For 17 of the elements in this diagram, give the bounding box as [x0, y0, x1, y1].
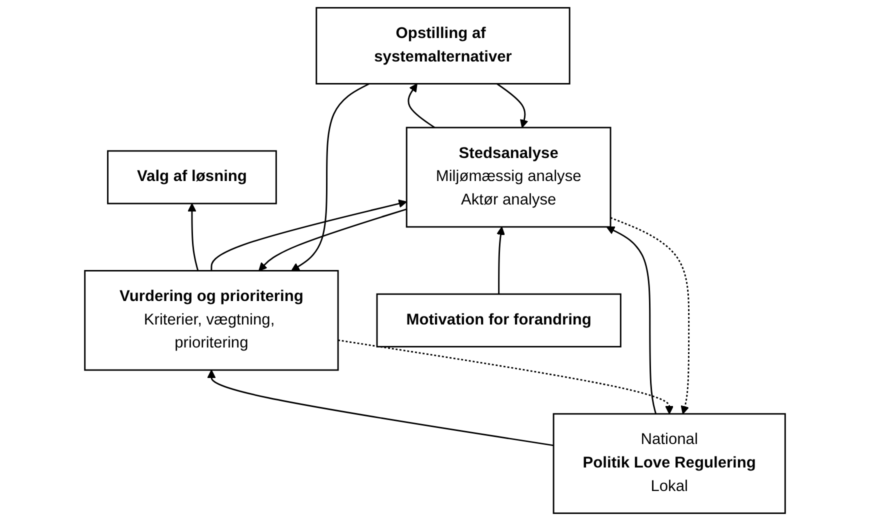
arrow — [496, 226, 505, 294]
arrow — [496, 83, 528, 128]
arrow — [207, 370, 554, 446]
arrow — [408, 83, 436, 128]
arrow — [210, 199, 407, 271]
arrow — [606, 226, 657, 414]
node-box: Motivation for forandring — [376, 293, 622, 348]
arrow — [188, 203, 199, 271]
node-box: National Politik Love Regulering Lokal — [552, 413, 786, 514]
node-box: Opstilling af systemalternativer — [316, 7, 570, 84]
arrow — [610, 217, 690, 414]
arrow — [291, 83, 370, 272]
arrow — [258, 208, 407, 272]
node-box: Valg af løsning — [107, 150, 277, 204]
node-box: Vurdering og prioritering Kriterier, vægtning, prioritering — [84, 270, 339, 371]
arrow — [338, 339, 674, 414]
node-box: Stedsanalyse Miljømæssig analyse Aktør analyse — [406, 126, 612, 228]
